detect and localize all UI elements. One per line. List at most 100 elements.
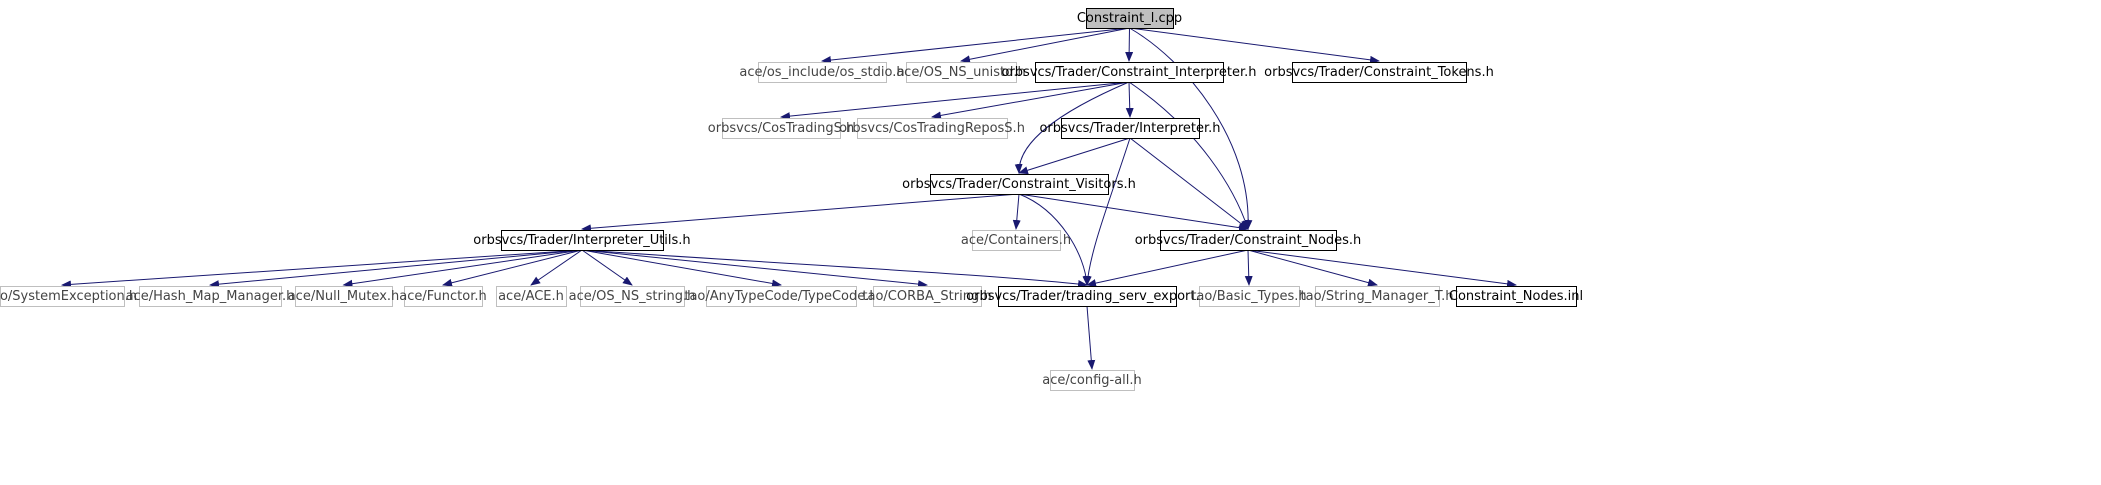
node-label: Constraint_l.cpp [1077,11,1182,26]
node-label: orbsvcs/Trader/trading_serv_export.h [966,289,1208,304]
edge-constraint_l_cpp-to-constraint_nodes [1129,27,1253,230]
node-label: orbsvcs/CosTradingReposS.h [839,121,1025,136]
node-label: orbsvcs/CosTradingS.h [708,121,854,136]
node-containers: ace/Containers.h [961,230,1071,251]
node-box [295,286,393,307]
node-box [580,286,685,307]
edge-constraint_l_cpp-to-os_stdio [821,27,1130,65]
edge-interpreter_utils-to-trading_serv_export [581,249,1088,288]
node-box [1315,286,1440,307]
node-label: ace/Functor.h [399,289,486,304]
edge-constraint_interpreter-to-constraint_nodes [1128,81,1249,230]
node-box [1199,286,1300,307]
node-constraint_visitors[interactable]: orbsvcs/Trader/Constraint_Visitors.h [902,174,1136,195]
node-constraint_tokens[interactable]: orbsvcs/Trader/Constraint_Tokens.h [1264,62,1494,83]
edge-interpreter-to-constraint_visitors [1018,137,1131,175]
node-label: orbsvcs/Trader/Constraint_Nodes.h [1135,233,1362,248]
node-box [998,286,1177,307]
node-typecode: tao/AnyTypeCode/TypeCode.h [684,286,878,307]
node-os_ns_unistd: ace/OS_NS_unistd.h [896,62,1026,83]
node-box [706,286,857,307]
edge-constraint_visitors-to-interpreter_utils [581,193,1020,233]
node-label: orbsvcs/Trader/Constraint_Interpreter.h [1002,65,1257,80]
node-label: tao/AnyTypeCode/TypeCode.h [684,289,877,304]
node-box [1050,370,1135,391]
node-box [1035,62,1224,83]
node-costradings: orbsvcs/CosTradingS.h [708,118,854,139]
node-label: ace/ACE.h [498,289,564,304]
node-box [972,230,1061,251]
edge-constraint_visitors-to-trading_serv_export [1018,193,1091,286]
node-string_manager_t: tao/String_Manager_T.h [1301,286,1454,307]
node-box [1061,118,1200,139]
edge-constraint_nodes-to-trading_serv_export [1086,249,1249,287]
edge-interpreter_utils-to-typecode [581,249,782,288]
node-label: orbsvcs/Trader/Constraint_Visitors.h [902,177,1136,192]
node-label: ace/config-all.h [1042,373,1142,388]
node-box [906,62,1017,83]
edge-interpreter_utils-to-os_ns_string [581,249,633,286]
node-box [1456,286,1577,307]
edge-interpreter_utils-to-null_mutex [342,249,583,288]
node-label: ace/os_include/os_stdio.h [739,65,904,80]
edge-constraint_interpreter-to-interpreter [1125,81,1134,118]
node-label: orbsvcs/Trader/Interpreter.h [1039,121,1220,136]
node-os_stdio: ace/os_include/os_stdio.h [739,62,905,83]
node-interpreter[interactable]: orbsvcs/Trader/Interpreter.h [1039,118,1221,139]
node-costradingreposs: orbsvcs/CosTradingReposS.h [839,118,1025,139]
node-constraint_nodes_inl[interactable]: Constraint_Nodes.inl [1449,286,1583,307]
node-label: ace/OS_NS_unistd.h [896,65,1026,80]
node-systemexception: tao/SystemException.h [0,286,137,307]
node-functor: ace/Functor.h [399,286,487,307]
edge-interpreter-to-trading_serv_export [1083,137,1131,286]
node-config_all: ace/config-all.h [1042,370,1142,391]
node-constraint_l_cpp[interactable]: Constraint_l.cpp [1077,8,1182,29]
node-label: tao/Basic_Types.h [1191,289,1306,304]
node-basic_types: tao/Basic_Types.h [1191,286,1307,307]
node-constraint_nodes[interactable]: orbsvcs/Trader/Constraint_Nodes.h [1135,230,1362,251]
edge-constraint_interpreter-to-costradings [780,81,1130,121]
node-os_ns_string: ace/OS_NS_string.h [569,286,696,307]
edge-layer [61,27,1517,370]
edge-constraint_interpreter-to-costradingreposs [931,81,1130,120]
edge-constraint_nodes-to-basic_types [1244,249,1253,286]
node-label: orbsvcs/Trader/Interpreter_Utils.h [473,233,690,248]
node-box [1086,8,1174,29]
edge-constraint_l_cpp-to-constraint_interpreter [1125,27,1134,62]
node-label: orbsvcs/Trader/Constraint_Tokens.h [1264,65,1494,80]
edge-interpreter_utils-to-functor [442,249,583,287]
edge-constraint_visitors-to-constraint_nodes [1018,193,1249,232]
node-label: ace/Null_Mutex.h [288,289,400,304]
node-box [758,62,887,83]
node-layer: Constraint_l.cpp ace/os_include/os_stdio.… [0,8,1583,391]
node-box [404,286,483,307]
node-label: ace/Containers.h [961,233,1071,248]
node-box [496,286,567,307]
node-corba_string: tao/CORBA_String.h [862,286,992,307]
node-label: tao/CORBA_String.h [862,289,991,304]
edge-constraint_visitors-to-containers [1012,193,1021,230]
node-box [930,174,1109,195]
node-constraint_interpreter[interactable]: orbsvcs/Trader/Constraint_Interpreter.h [1002,62,1257,83]
node-box [501,230,664,251]
node-trading_serv_export[interactable]: orbsvcs/Trader/trading_serv_export.h [966,286,1208,307]
edge-constraint_l_cpp-to-constraint_tokens [1129,27,1380,64]
node-hash_map_manager: ace/Hash_Map_Manager.h [126,286,295,307]
edge-interpreter_utils-to-systemexception [61,249,583,289]
edge-interpreter_utils-to-corba_string [581,249,928,289]
edge-trading_serv_export-to-config_all [1086,305,1096,370]
node-label: Constraint_Nodes.inl [1449,289,1583,304]
node-null_mutex: ace/Null_Mutex.h [288,286,400,307]
node-box [857,118,1008,139]
node-interpreter_utils[interactable]: orbsvcs/Trader/Interpreter_Utils.h [473,230,691,251]
node-ace_h: ace/ACE.h [496,286,567,307]
node-label: tao/String_Manager_T.h [1301,289,1454,304]
edge-interpreter-to-constraint_nodes [1129,137,1249,230]
edge-constraint_l_cpp-to-os_ns_unistd [960,27,1130,64]
node-box [873,286,982,307]
node-label: ace/Hash_Map_Manager.h [126,289,295,304]
edge-constraint_nodes-to-string_manager_t [1247,249,1378,287]
node-box [1160,230,1337,251]
node-label: ace/OS_NS_string.h [569,289,696,304]
